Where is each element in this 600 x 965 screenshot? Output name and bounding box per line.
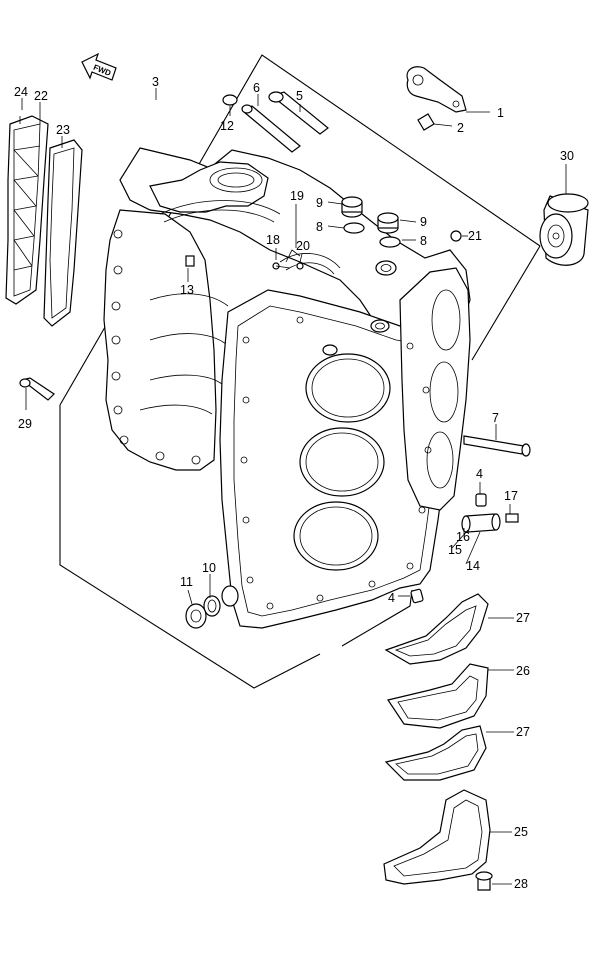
bolt-29-part [19, 377, 55, 401]
plug-21-part [450, 230, 462, 242]
callout-3: 3 [152, 75, 159, 89]
callout-27b: 27 [516, 725, 530, 739]
plug-11-part [185, 603, 207, 629]
bolt-7-part [463, 435, 531, 457]
callout-30: 30 [560, 149, 574, 163]
callout-8b: 8 [420, 234, 427, 248]
callout-15: 15 [448, 543, 462, 557]
callout-2: 2 [457, 121, 464, 135]
leader-lines [21, 88, 567, 885]
dowel-pin-4a [475, 493, 487, 507]
oring-8-left [343, 222, 365, 234]
bracket-1-part [406, 66, 467, 113]
gasket-face-holes [240, 316, 432, 610]
callout-5: 5 [296, 89, 303, 103]
callout-19: 19 [290, 189, 304, 203]
fitting-part [461, 513, 501, 533]
callout-23: 23 [56, 123, 70, 137]
gasket-27-upper [384, 593, 489, 665]
left-flange-holes [111, 229, 201, 465]
callout-29: 29 [18, 417, 32, 431]
callout-4b: 4 [388, 591, 395, 605]
plug-9-right [377, 212, 399, 234]
cylinder-bores [293, 353, 391, 571]
plate-26 [387, 663, 489, 729]
callout-12: 12 [220, 119, 234, 133]
callout-14: 14 [466, 559, 480, 573]
callout-21: 21 [468, 229, 482, 243]
callout-20: 20 [296, 239, 310, 253]
callout-1: 1 [497, 106, 504, 120]
callout-10: 10 [202, 561, 216, 575]
gasket-27-lower [384, 725, 487, 781]
oring-8-right [379, 236, 401, 248]
stud-bolt-part [241, 104, 301, 153]
callout-16: 16 [456, 530, 470, 544]
screw-18-part [272, 262, 291, 270]
callout-9b: 9 [420, 215, 427, 229]
bolt-2-part [417, 113, 435, 131]
callout-8a: 8 [316, 220, 323, 234]
callout-4a: 4 [476, 467, 483, 481]
plate-25 [383, 789, 491, 885]
callouts: 1 2 3 4 4 5 6 7 8 8 9 9 10 11 12 13 14 1… [14, 75, 574, 891]
pin-20-part [296, 262, 304, 270]
bolt-5-part [268, 91, 329, 135]
callout-24: 24 [14, 85, 28, 99]
exhaust-cover-part [5, 115, 49, 305]
bracket-19-part [285, 249, 301, 263]
callout-17: 17 [504, 489, 518, 503]
fwd-arrow-icon: FWD [81, 52, 117, 81]
washer-part [222, 94, 238, 106]
callout-25: 25 [514, 825, 528, 839]
dowel-pin-4b [410, 588, 424, 604]
gasket-23-part [43, 139, 83, 327]
plug-9-left [341, 196, 363, 218]
callout-6: 6 [253, 81, 260, 95]
callout-28: 28 [514, 877, 528, 891]
screw-17-part [505, 513, 519, 523]
callout-9a: 9 [316, 196, 323, 210]
oil-filter-part [539, 193, 589, 266]
callout-26: 26 [516, 664, 530, 678]
callout-13: 13 [180, 283, 194, 297]
seal-10-part [203, 595, 221, 617]
callout-22: 22 [34, 89, 48, 103]
cylinder-block [103, 147, 471, 629]
bolt-28-part [475, 871, 493, 891]
callout-27a: 27 [516, 611, 530, 625]
callout-7: 7 [492, 411, 499, 425]
callout-18: 18 [266, 233, 280, 247]
callout-11: 11 [180, 575, 193, 589]
